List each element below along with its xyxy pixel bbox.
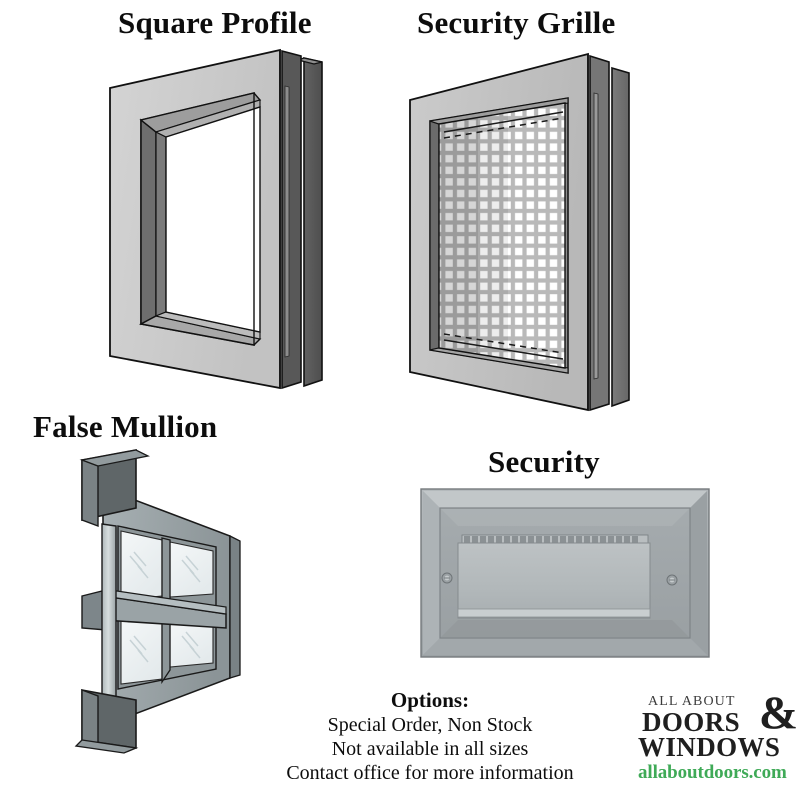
rear-panel-highlight: [284, 85, 290, 358]
bottom-end-block-bottom: [74, 739, 139, 754]
vent-screw-right[interactable]: [666, 574, 678, 586]
option-line-1: Special Order, Non Stock: [327, 714, 533, 736]
security-grille-drawing: [409, 52, 630, 412]
rear-panel-highlight: [593, 92, 599, 380]
figure-square-profile: [108, 44, 348, 404]
false-mullion-drawing: [74, 449, 241, 754]
options-block: Options: Special Order, Non Stock Not av…: [250, 688, 610, 785]
vent-bevel-right: [690, 491, 707, 655]
vent-plate-lip: [457, 608, 651, 618]
top-end-block-top: [79, 449, 150, 467]
top-end-block-face: [81, 458, 99, 528]
logo-website-url[interactable]: allaboutdoors.com: [638, 762, 787, 783]
figure-title-security: Security: [488, 444, 600, 479]
rear-outer-panel: [303, 57, 323, 388]
figure-title-false-mullion: False Mullion: [33, 409, 218, 444]
logo-ampersand: &: [758, 687, 798, 739]
vent-recess-bevel-top: [441, 509, 689, 526]
vent-screw-left[interactable]: [441, 572, 453, 584]
figure-false-mullion: [58, 448, 288, 754]
logo-line-doors: DOORS: [642, 707, 741, 737]
figure-title-security-grille: Security Grille: [417, 5, 616, 40]
glass-pane-top-left: [120, 530, 163, 601]
vent-bevel-left: [423, 491, 440, 655]
option-line-3: Contact office for more information: [286, 762, 574, 784]
glass-pane: [165, 106, 261, 333]
grille-mesh-outline: [438, 102, 566, 369]
reveal-left-wall: [140, 118, 157, 326]
figure-title-square-profile: Square Profile: [118, 5, 312, 40]
options-heading: Options:: [390, 688, 470, 712]
grille-edge-bars-top: [443, 111, 564, 139]
reveal-left-wall-inner: [155, 131, 167, 317]
figure-security-vent: [420, 488, 710, 658]
vent-bevel-top: [423, 491, 707, 508]
grille-mesh: [439, 103, 565, 368]
vent-recess-bevel-bottom: [441, 620, 689, 637]
vent-louver-slots: [464, 536, 638, 544]
vent-center-plate: [457, 542, 651, 619]
frame-outer-bevel: [229, 534, 241, 679]
glass-pane-top-right: [169, 541, 214, 598]
reveal-left-wall: [429, 120, 440, 351]
reveal-top-soffit: [429, 97, 569, 125]
square-profile-drawing: [109, 48, 323, 390]
company-logo[interactable]: ALL ABOUT & DOORS WINDOWS allaboutdoors.…: [636, 687, 798, 792]
option-line-2: Not available in all sizes: [331, 738, 529, 760]
grille-edge-bars-bottom: [443, 333, 564, 360]
rear-outer-panel: [611, 66, 630, 408]
glass-reflections: [129, 551, 201, 663]
rear-inner-panel: [589, 54, 610, 412]
figure-security-grille: [408, 48, 648, 423]
security-vent-drawing: [420, 488, 710, 658]
logo-line-all-about: ALL ABOUT: [648, 694, 736, 709]
reveal-bottom-sill: [429, 347, 569, 374]
vent-bevel-bottom: [423, 638, 707, 655]
glass-pane-bottom-left: [120, 619, 163, 685]
logo-line-windows: WINDOWS: [638, 732, 781, 762]
bottom-end-block-face: [81, 688, 99, 748]
